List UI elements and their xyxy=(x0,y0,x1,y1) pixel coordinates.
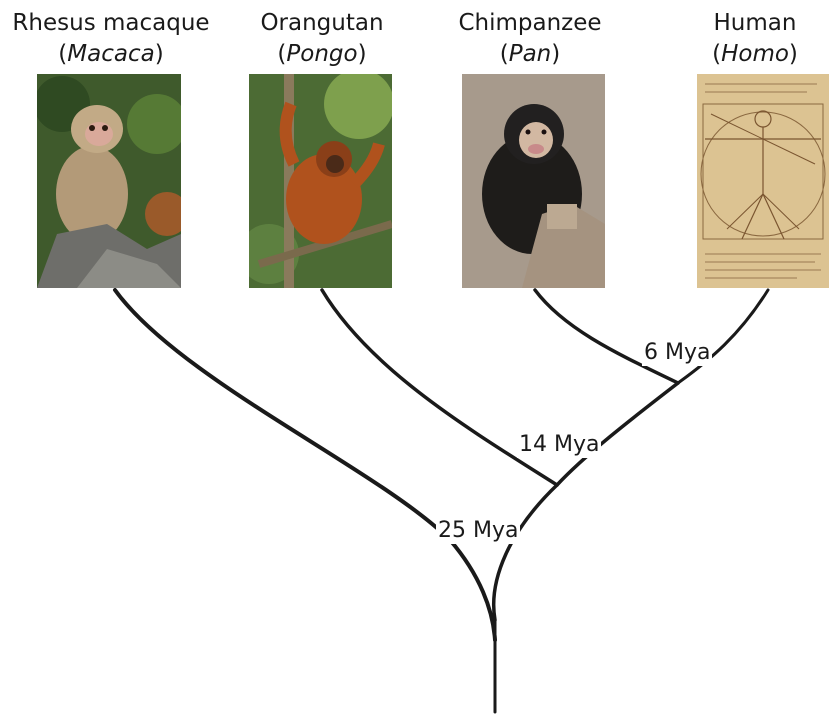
branch-chimpanzee xyxy=(535,290,678,383)
genus-name: (Macaca) xyxy=(6,39,216,70)
vitruvian-man-drawing xyxy=(697,74,829,288)
chimpanzee-photo xyxy=(462,74,605,288)
genus-name: (Pan) xyxy=(440,39,620,70)
common-name: Chimpanzee xyxy=(440,8,620,39)
orangutan-photo xyxy=(249,74,392,288)
common-name: Human xyxy=(680,8,830,39)
divergence-label-14-mya: 14 Mya xyxy=(517,432,601,458)
genus-name: (Pongo) xyxy=(232,39,412,70)
divergence-label-6-mya: 6 Mya xyxy=(642,340,712,366)
taxon-label-macaque: Rhesus macaque (Macaca) xyxy=(6,8,216,70)
taxon-label-chimpanzee: Chimpanzee (Pan) xyxy=(440,8,620,70)
branch-macaque xyxy=(115,290,495,640)
taxon-label-human: Human (Homo) xyxy=(680,8,830,70)
taxon-label-orangutan: Orangutan (Pongo) xyxy=(232,8,412,70)
common-name: Orangutan xyxy=(232,8,412,39)
rhesus-macaque-photo xyxy=(37,74,181,288)
branch-human xyxy=(678,290,768,383)
branch-great-ape-ancestor xyxy=(494,485,557,620)
common-name: Rhesus macaque xyxy=(6,8,216,39)
genus-name: (Homo) xyxy=(680,39,830,70)
divergence-label-25-mya: 25 Mya xyxy=(436,518,520,544)
